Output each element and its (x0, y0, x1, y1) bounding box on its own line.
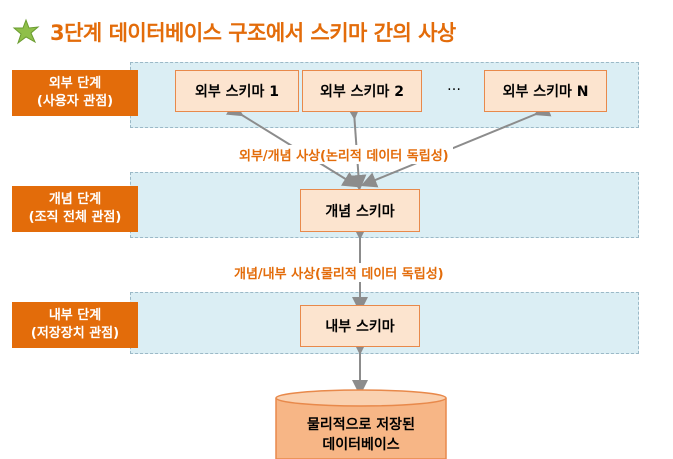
mapping-external-conceptual: 외부/개념 사상(논리적 데이터 독립성) (235, 145, 453, 164)
database-label-line1: 물리적으로 저장된 (307, 417, 415, 433)
label-external-name: 외부 단계 (48, 76, 102, 91)
database-label-line2: 데이터베이스 (322, 437, 400, 453)
label-internal-sub: (저장장치 관점) (30, 326, 120, 341)
label-internal: 내부 단계 (저장장치 관점) (12, 302, 138, 348)
label-conceptual-sub: (조직 전체 관점) (28, 210, 122, 225)
database-label: 물리적으로 저장된 데이터베이스 (276, 415, 446, 455)
external-schema-n: 외부 스키마 N (484, 70, 607, 112)
title-text: 3단계 데이터베이스 구조에서 스키마 간의 사상 (50, 21, 456, 45)
mapping-conceptual-internal: 개념/내부 사상(물리적 데이터 독립성) (230, 263, 448, 282)
ellipsis: … (447, 78, 461, 94)
database-cylinder (275, 389, 447, 459)
internal-schema: 내부 스키마 (300, 305, 420, 347)
page-title: 3단계 데이터베이스 구조에서 스키마 간의 사상 (12, 14, 456, 50)
label-conceptual: 개념 단계 (조직 전체 관점) (12, 186, 138, 232)
label-internal-name: 내부 단계 (48, 308, 102, 323)
conceptual-schema: 개념 스키마 (300, 189, 420, 232)
label-conceptual-name: 개념 단계 (48, 192, 102, 207)
arrow-extN-conceptual (360, 101, 552, 188)
label-external: 외부 단계 (사용자 관점) (12, 70, 138, 116)
label-external-sub: (사용자 관점) (36, 94, 114, 109)
external-schema-1: 외부 스키마 1 (175, 70, 299, 112)
external-schema-2: 외부 스키마 2 (302, 70, 422, 112)
star-leaf-icon (12, 18, 40, 45)
